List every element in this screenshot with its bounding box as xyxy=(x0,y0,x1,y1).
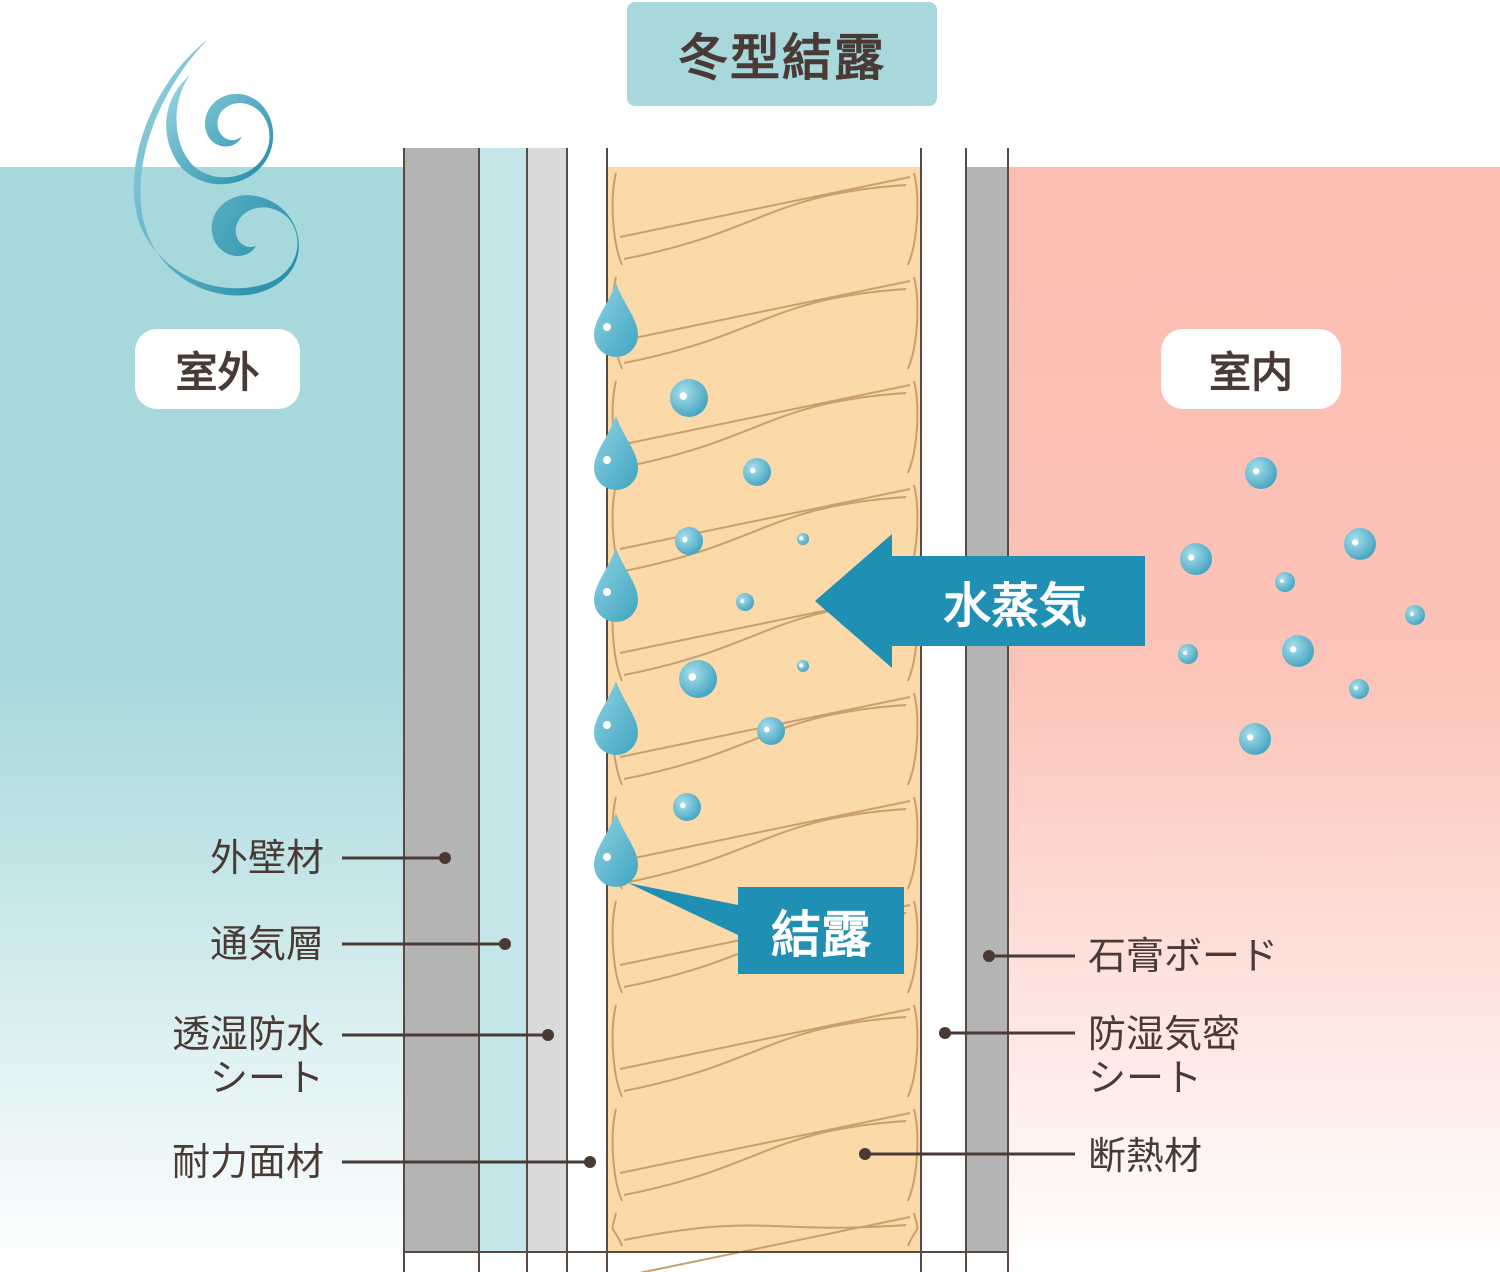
droplet-highlight xyxy=(603,853,611,861)
water-droplet-icon xyxy=(594,283,638,357)
vapor-bubble-icon xyxy=(675,527,703,555)
condensation-droplets xyxy=(594,283,638,887)
bubble-highlight xyxy=(740,599,745,604)
insulation-batt xyxy=(611,172,919,266)
vapor-bubble-icon xyxy=(673,793,701,821)
arrow-left-icon xyxy=(815,534,1145,668)
gypsum-board-layer xyxy=(966,167,1008,1252)
wind-swirl-icon xyxy=(133,40,299,296)
droplet-highlight xyxy=(603,721,611,729)
vapor-bubble-icon xyxy=(736,593,754,611)
vapor-bubbles xyxy=(670,379,1425,821)
water-droplet-icon xyxy=(594,416,638,490)
droplet-highlight xyxy=(603,323,611,331)
condensation-callout-box xyxy=(738,887,904,974)
ventilation-gap-layer xyxy=(479,148,527,1252)
vapor-bubble-icon xyxy=(1282,635,1314,667)
vapor-callout-label: 水蒸気 xyxy=(942,578,1087,634)
breathable-sheet-layer xyxy=(527,148,567,1252)
insulation-layer xyxy=(607,167,921,1252)
label-vapor-barrier: 防湿気密 シート xyxy=(1088,1012,1241,1100)
bubble-highlight xyxy=(679,392,688,400)
bubble-highlight xyxy=(1290,646,1297,653)
outdoor-label: 室外 xyxy=(135,329,300,409)
vapor-bubble-icon xyxy=(1180,543,1212,575)
bubble-highlight xyxy=(799,536,804,541)
condensation-callout-label: 結露 xyxy=(771,905,871,964)
bubble-highlight xyxy=(1280,579,1284,583)
vapor-bubble-icon xyxy=(743,458,771,486)
bubble-highlight xyxy=(1354,686,1358,690)
label-structural-panel: 耐力面材 xyxy=(171,1140,324,1184)
bubble-highlight xyxy=(680,802,686,809)
bubble-highlight xyxy=(1352,539,1359,546)
water-droplet-icon xyxy=(594,813,638,887)
bubble-highlight xyxy=(1183,651,1187,655)
bubble-highlight xyxy=(1253,468,1260,475)
label-ventilation-layer: 通気層 xyxy=(209,922,324,966)
leader-lines xyxy=(342,852,1075,1168)
insulation-batt xyxy=(611,1212,919,1272)
bubble-highlight xyxy=(750,467,756,474)
bubble-highlight xyxy=(682,536,688,543)
vapor-bubble-icon xyxy=(757,717,785,745)
droplet-highlight xyxy=(603,456,611,464)
label-insulation: 断熱材 xyxy=(1088,1134,1203,1178)
insulation-batt xyxy=(611,1004,919,1098)
vapor-bubble-icon xyxy=(1405,605,1425,625)
bubble-highlight xyxy=(1247,734,1254,741)
insulation-batt xyxy=(611,484,919,578)
vapor-bubble-icon xyxy=(1275,572,1295,592)
vapor-bubble-icon xyxy=(1344,528,1376,560)
water-droplet-icon xyxy=(594,548,638,622)
indoor-label: 室内 xyxy=(1161,329,1341,409)
vapor-bubble-icon xyxy=(670,379,708,417)
vapor-bubble-icon xyxy=(679,660,717,698)
vapor-barrier-gap xyxy=(921,148,966,1252)
droplet-highlight xyxy=(603,588,611,596)
exterior-wall-layer xyxy=(404,148,479,1252)
page-title: 冬型結露 xyxy=(627,2,937,106)
bubble-highlight xyxy=(1188,554,1195,561)
condensation-callout-pointer xyxy=(628,883,738,935)
vapor-bubble-icon xyxy=(1178,644,1198,664)
label-breathable-sheet: 透湿防水 シート xyxy=(171,1012,324,1100)
vapor-bubble-icon xyxy=(1239,723,1271,755)
bubble-highlight xyxy=(764,726,770,733)
label-exterior-wall: 外壁材 xyxy=(209,836,324,880)
bubble-highlight xyxy=(1410,612,1414,616)
water-droplet-icon xyxy=(594,681,638,755)
bubble-highlight xyxy=(799,663,804,668)
vapor-bubble-icon xyxy=(1349,679,1369,699)
bubble-highlight xyxy=(688,673,697,681)
insulation-batt xyxy=(611,900,919,994)
label-gypsum-board: 石膏ボード xyxy=(1088,934,1279,978)
vapor-bubble-icon xyxy=(1245,457,1277,489)
